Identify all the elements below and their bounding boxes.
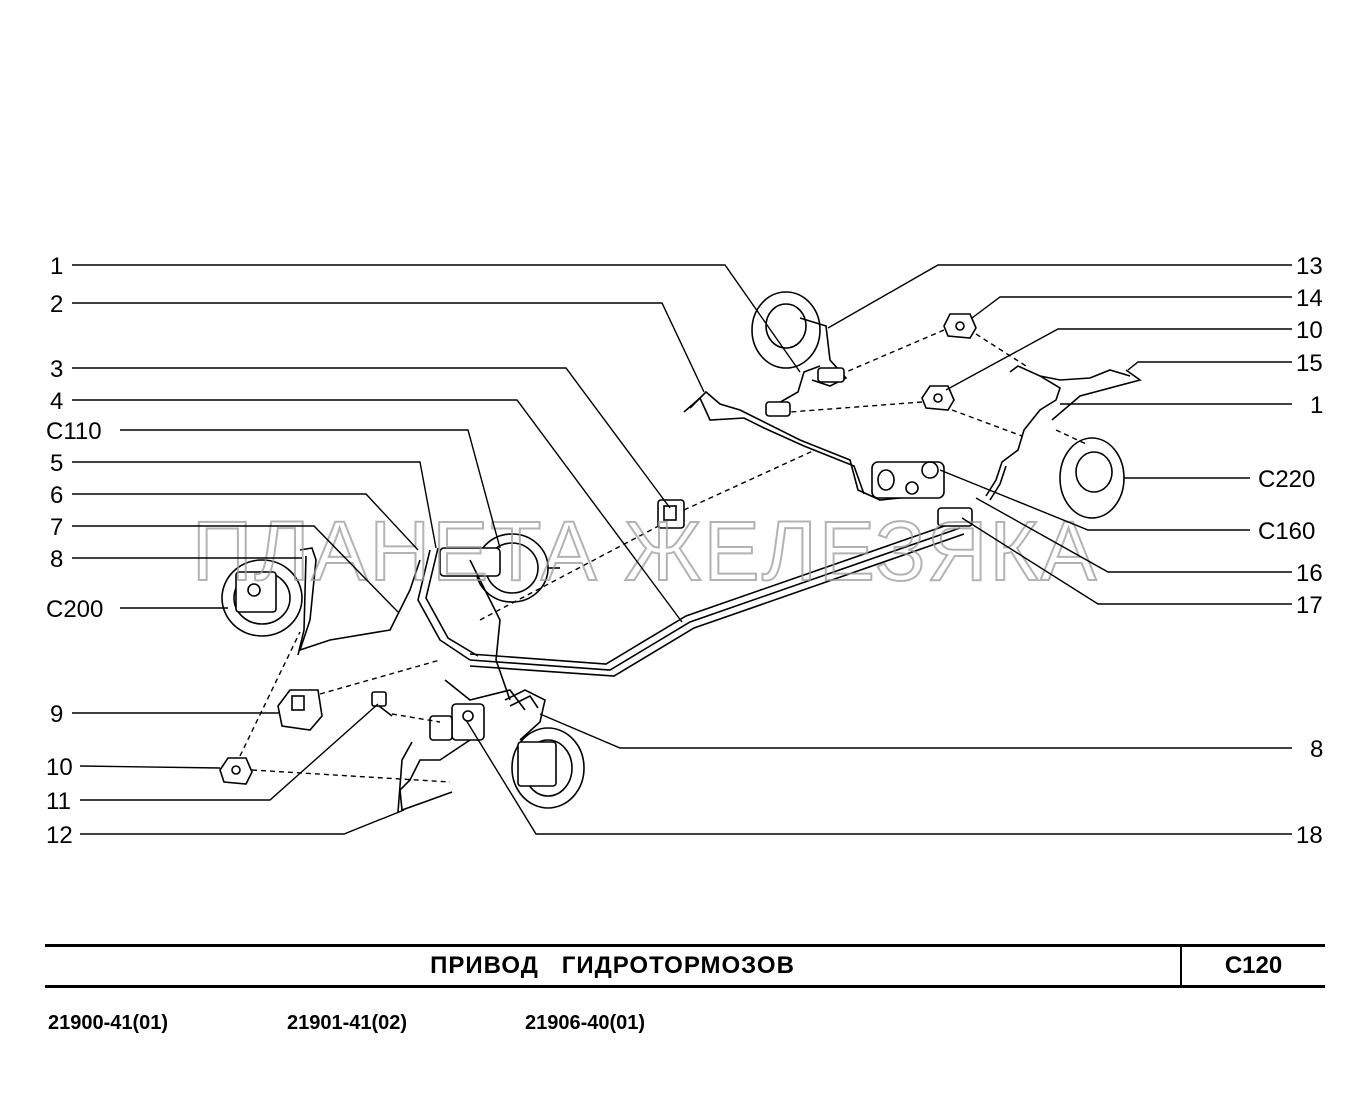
parts-drawing: [219, 291, 1142, 813]
rear-left-brake: [751, 291, 821, 369]
front-left-brake: [221, 559, 303, 637]
section-code: С120: [1224, 952, 1283, 979]
bracket-left-9: [277, 689, 323, 731]
leader-lines: [72, 264, 1292, 835]
front-right-brake: [511, 727, 585, 809]
model-code: 21900-41(01): [48, 1012, 169, 1034]
callout-label: С110: [46, 418, 102, 445]
pressure-regulator: [871, 461, 945, 499]
callouts-right: 13 14 10 15 1 С220 С160 16 17 8 18: [1258, 253, 1323, 849]
callout-label: 5: [50, 450, 63, 477]
title-block: ПРИВОД ГИДРОТОРМОЗОВ С120: [45, 944, 1325, 988]
callout-label: 1: [1310, 392, 1323, 419]
callout-label: С160: [1258, 518, 1315, 545]
callout-label: 9: [50, 701, 63, 728]
callout-label: 6: [50, 482, 63, 509]
callout-label: 2: [50, 291, 63, 318]
callout-label: 10: [46, 754, 73, 781]
callout-label: 8: [50, 546, 63, 573]
callout-label: 4: [50, 388, 63, 415]
callout-label: 1: [50, 253, 63, 280]
title-divider: [1180, 947, 1182, 985]
callout-label: 12: [46, 822, 73, 849]
bolt: [371, 691, 393, 717]
callout-label: 3: [50, 356, 63, 383]
callout-label: 17: [1296, 592, 1323, 619]
callout-label: 15: [1296, 350, 1323, 377]
model-code: 21901-41(02): [287, 1012, 408, 1034]
clip-middle: [657, 499, 685, 529]
page-title: ПРИВОД ГИДРОТОРМОЗОВ: [430, 952, 795, 979]
bracket-rear-14: [943, 313, 977, 339]
callout-label: 13: [1296, 253, 1323, 280]
callout-label: 8: [1310, 736, 1323, 763]
callout-label: 14: [1296, 285, 1323, 312]
callout-label: 11: [46, 788, 71, 815]
callout-label: 7: [50, 514, 63, 541]
callout-label: 10: [1296, 317, 1323, 344]
callout-label: 18: [1296, 822, 1323, 849]
bracket-rear-10: [921, 385, 955, 411]
watermark: ПЛАНЕТА ЖЕЛЕЗЯКА: [192, 504, 1098, 598]
callout-label: 16: [1296, 560, 1323, 587]
callout-label: С200: [46, 596, 103, 623]
bracket-left-10: [219, 757, 253, 785]
callout-label: С220: [1258, 466, 1315, 493]
master-cylinder: [439, 533, 560, 603]
model-code: 21906-40(01): [525, 1012, 646, 1034]
callouts-left: 1 2 3 4 С110 5 6 7 8 С200 9 10 11 12: [46, 253, 103, 849]
